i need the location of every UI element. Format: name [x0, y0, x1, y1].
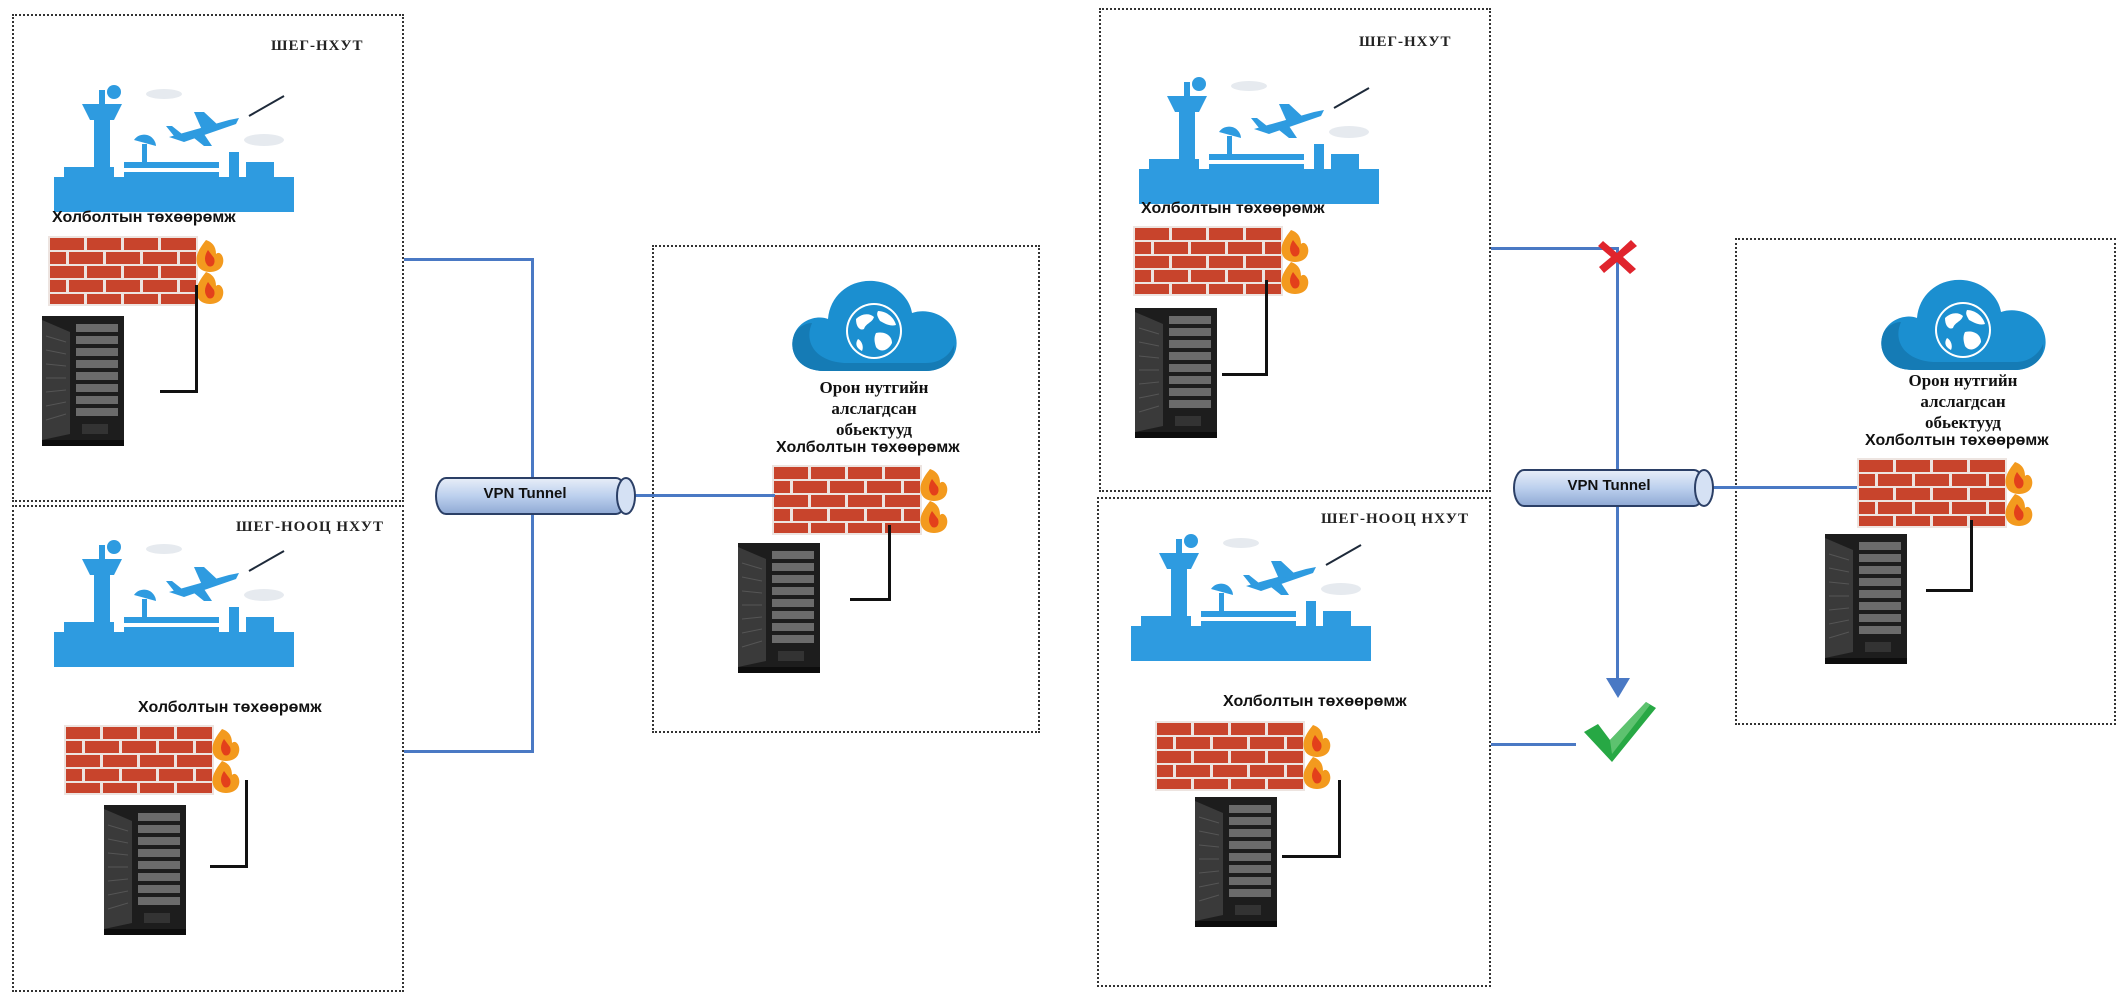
airport-icon	[1139, 74, 1379, 204]
server-rack-icon	[1191, 797, 1281, 927]
device-label: Холболтын төхөөрөмж	[1223, 693, 1407, 710]
cloud-label-line: обьектууд	[836, 420, 912, 439]
firewall-icon	[1133, 226, 1313, 296]
link-line	[1712, 486, 1857, 489]
device-label: Холболтын төхөөрөмж	[1865, 432, 2049, 449]
right-site-bottom-box: ШЕГ-НООЦ НХУТ Холболтын төхөөрөмж	[1097, 497, 1491, 987]
server-rack-icon	[38, 316, 128, 446]
firewall-icon	[48, 236, 228, 306]
server-firewall-cable	[160, 390, 198, 393]
server-firewall-cable	[195, 285, 198, 393]
server-firewall-cable	[1282, 855, 1341, 858]
server-firewall-cable	[888, 525, 891, 601]
tunnel-label: VPN Tunnel	[483, 485, 567, 502]
site-title: ШЕГ-НООЦ НХУТ	[236, 519, 384, 535]
cloud-globe-icon	[784, 261, 964, 381]
server-firewall-cable	[1338, 780, 1341, 858]
arrow-down-icon	[1606, 678, 1630, 698]
firewall-icon	[1857, 458, 2037, 528]
cross-icon	[1598, 240, 1637, 274]
device-label: Холболтын төхөөрөмж	[776, 439, 960, 456]
firewall-icon	[1155, 721, 1335, 791]
check-icon	[1584, 702, 1656, 762]
left-site-bottom-box: ШЕГ-НООЦ НХУТ Холболтын төхөөрөмж	[12, 505, 404, 992]
vpn-tunnel-icon	[435, 477, 636, 515]
server-firewall-cable	[1265, 280, 1268, 376]
server-firewall-cable	[245, 780, 248, 868]
left-site-top-box: ШЕГ-НХУТ Холболтын төхөөрөмж	[12, 14, 404, 502]
left-remote-box: Орон нутгийн алслагдсан обьектууд Холбол…	[652, 245, 1040, 733]
server-rack-icon	[734, 543, 824, 673]
cloud-label-line: обьектууд	[1925, 413, 2001, 432]
server-firewall-cable	[1926, 589, 1973, 592]
firewall-icon	[772, 465, 952, 535]
tunnel-label: VPN Tunnel	[1567, 477, 1651, 494]
right-remote-box: Орон нутгийн алслагдсан обьектууд Холбол…	[1735, 238, 2116, 725]
device-label: Холболтын төхөөрөмж	[138, 699, 322, 716]
server-rack-icon	[100, 805, 190, 935]
server-firewall-cable	[850, 598, 891, 601]
link-line	[404, 258, 534, 261]
cloud-globe-icon	[1873, 260, 2053, 380]
device-label: Холболтын төхөөрөмж	[52, 209, 236, 226]
cloud-label-line: алслагдсан	[831, 399, 917, 418]
cloud-label: Орон нутгийн алслагдсан обьектууд	[774, 377, 974, 440]
link-line	[1491, 247, 1619, 250]
firewall-icon	[64, 725, 244, 795]
server-rack-icon	[1821, 534, 1911, 664]
vpn-tunnel-icon	[1513, 469, 1714, 507]
right-site-top-box: ШЕГ-НХУТ Холболтын төхөөрөмж	[1099, 8, 1491, 492]
link-line	[404, 750, 534, 753]
airport-icon	[54, 82, 294, 212]
server-firewall-cable	[1222, 373, 1268, 376]
server-firewall-cable	[1970, 520, 1973, 592]
server-firewall-cable	[210, 865, 248, 868]
site-title: ШЕГ-НХУТ	[1359, 34, 1452, 50]
airport-icon	[1131, 531, 1371, 661]
cloud-label: Орон нутгийн алслагдсан обьектууд	[1863, 370, 2063, 433]
server-rack-icon	[1131, 308, 1221, 438]
device-label: Холболтын төхөөрөмж	[1141, 200, 1325, 217]
airport-icon	[54, 537, 294, 667]
link-line	[1616, 247, 1619, 687]
site-title: ШЕГ-НХУТ	[271, 38, 364, 54]
cloud-label-line: алслагдсан	[1920, 392, 2006, 411]
cloud-label-line: Орон нутгийн	[1908, 371, 2018, 390]
link-line	[630, 494, 775, 497]
site-title: ШЕГ-НООЦ НХУТ	[1321, 511, 1469, 527]
cloud-label-line: Орон нутгийн	[819, 378, 929, 397]
link-line	[1491, 743, 1576, 746]
